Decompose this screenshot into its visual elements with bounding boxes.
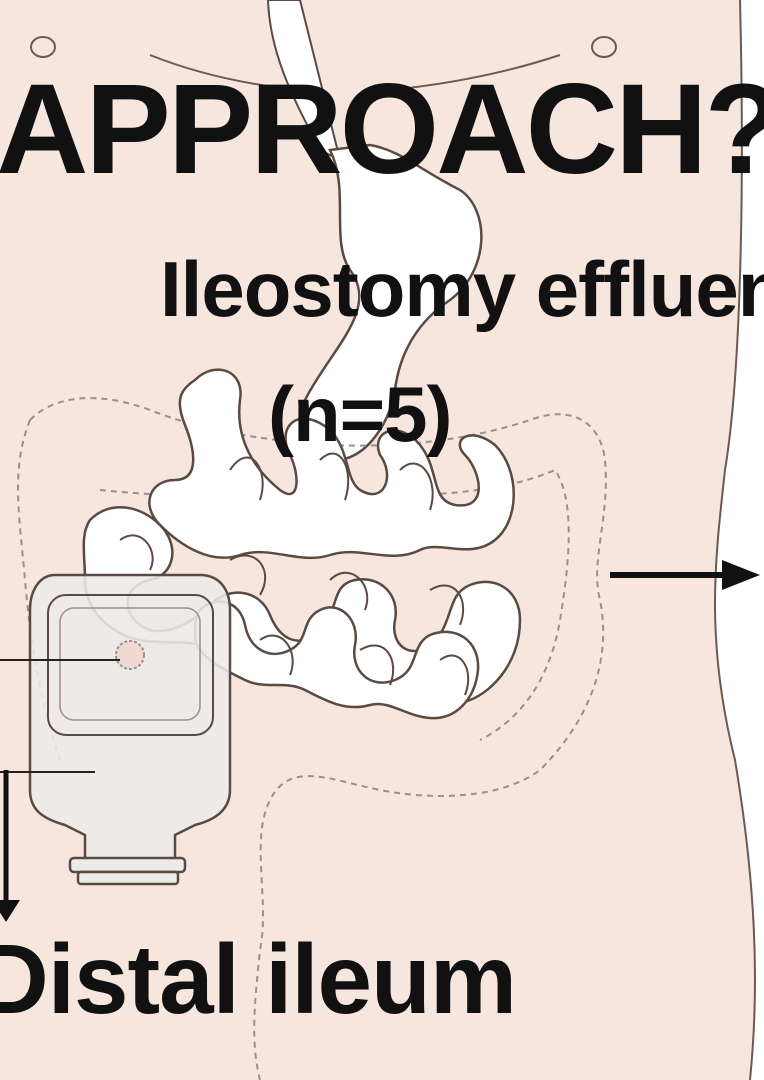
- label-distal-ileum: Distal ileum: [0, 930, 516, 1028]
- label-sample-count: (n=5): [268, 375, 452, 453]
- page-title: APPROACH?: [0, 66, 764, 194]
- stoma: [116, 641, 144, 669]
- label-effluent: Ileostomy effluent: [160, 250, 764, 328]
